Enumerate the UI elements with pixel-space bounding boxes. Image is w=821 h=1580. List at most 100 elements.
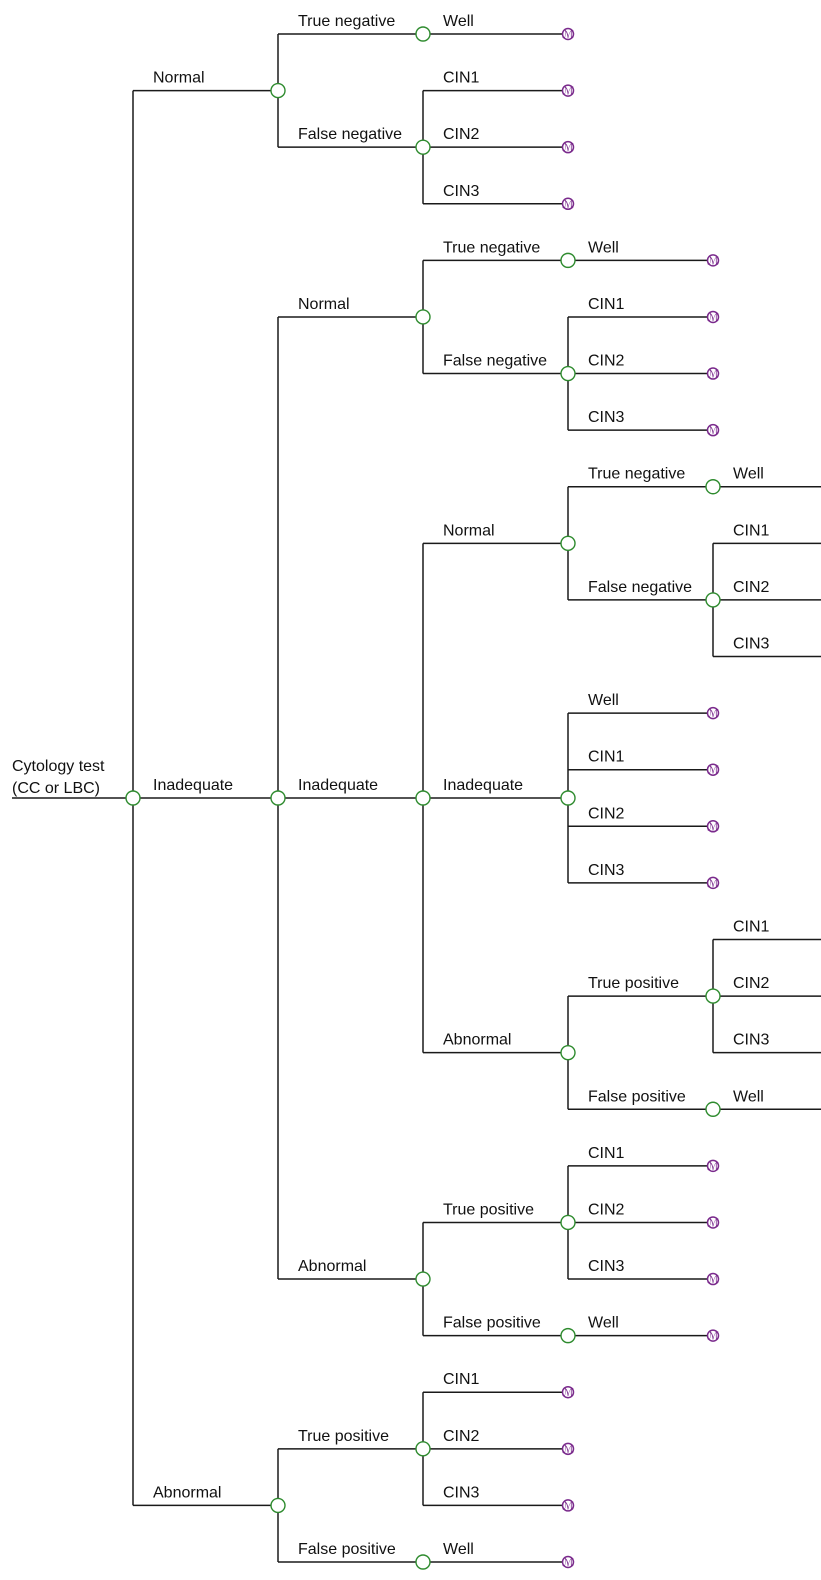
node-false-positive-label: False positive <box>588 1088 686 1105</box>
chance-node-icon <box>270 82 286 99</box>
node-true-negative-label: True negative <box>443 239 540 256</box>
terminal-node-icon <box>561 197 575 211</box>
node-well-label: Well <box>443 13 474 30</box>
node-cin3-label: CIN3 <box>733 1032 770 1049</box>
node-cin2-label: CIN2 <box>588 805 625 822</box>
root-label-line-2: (CC or LBC) <box>12 780 100 797</box>
terminal-node-icon-glyph: ℳ <box>562 1386 574 1399</box>
node-normal-label: Normal <box>153 70 205 87</box>
terminal-node-icon <box>706 1272 720 1286</box>
terminal-node-icon <box>706 706 720 720</box>
node-true-negative-label: True negative <box>298 13 395 30</box>
terminal-node-icon-glyph: ℳ <box>707 820 719 833</box>
node-cin3-label: CIN3 <box>443 183 480 200</box>
terminal-node-icon <box>706 1216 720 1229</box>
terminal-node-icon <box>706 423 720 437</box>
node-cin3-label: CIN3 <box>588 862 625 879</box>
node-false-negative-label: False negative <box>443 353 547 370</box>
node-cin2-label: CIN2 <box>588 1201 625 1218</box>
terminal-node-icon-glyph: ℳ <box>707 764 719 777</box>
node-cin2-label: CIN2 <box>733 975 770 992</box>
chance-node-icon <box>560 1327 576 1344</box>
node-false-negative-label: False negative <box>298 126 402 143</box>
chance-node-icon <box>415 1271 431 1287</box>
terminal-node-icon <box>706 310 720 324</box>
node-well-label: Well <box>588 692 619 709</box>
chance-node-icon <box>270 1497 286 1514</box>
chance-node-icon <box>415 790 431 806</box>
node-cin2-label: CIN2 <box>733 579 770 596</box>
terminal-node-icon-glyph: ℳ <box>707 1160 719 1173</box>
terminal-node-icon <box>561 84 575 97</box>
node-cin1-label: CIN1 <box>443 70 480 87</box>
node-well-label: Well <box>443 1541 474 1558</box>
terminal-node-icon-glyph: ℳ <box>707 311 719 324</box>
chance-node-icon <box>560 365 576 382</box>
terminal-node-icon-glyph: ℳ <box>707 368 719 381</box>
terminal-node-icon-glyph: ℳ <box>562 1443 574 1456</box>
node-false-negative-label: False negative <box>588 579 692 596</box>
node-normal-label: Normal <box>443 522 495 539</box>
node-cin1-label: CIN1 <box>588 296 625 313</box>
terminal-node-icon-glyph: ℳ <box>707 254 719 267</box>
terminal-node-icon-glyph: ℳ <box>707 424 719 437</box>
terminal-node-icon-glyph: ℳ <box>562 1556 574 1569</box>
tree-nodes: ℳℳℳℳℳℳℳℳℳℳℳℳℳℳℳℳℳℳℳℳℳℳℳℳℳℳℳℳ <box>125 26 721 1570</box>
root-label-line-1: Cytology test <box>12 758 105 775</box>
terminal-node-icon-glyph: ℳ <box>707 1330 719 1343</box>
terminal-node-icon <box>561 27 575 41</box>
terminal-node-icon-glyph: ℳ <box>562 198 574 211</box>
terminal-node-icon <box>706 367 720 380</box>
terminal-node-icon <box>561 1499 575 1512</box>
terminal-node-icon-glyph: ℳ <box>562 85 574 98</box>
node-cin2-label: CIN2 <box>443 126 480 143</box>
node-well-label: Well <box>588 1315 619 1332</box>
chance-node-icon <box>415 309 431 325</box>
chance-node-icon <box>705 592 721 608</box>
terminal-node-icon <box>561 1555 575 1569</box>
node-well-label: Well <box>733 466 764 483</box>
node-cin3-label: CIN3 <box>443 1484 480 1501</box>
terminal-node-icon-glyph: ℳ <box>562 28 574 41</box>
chance-node-icon <box>415 26 431 42</box>
node-well-label: Well <box>588 239 619 256</box>
node-true-negative-label: True negative <box>588 466 685 483</box>
terminal-node-icon-glyph: ℳ <box>707 877 719 890</box>
node-inadequate-label: Inadequate <box>153 777 233 794</box>
node-abnormal-label: Abnormal <box>298 1258 366 1275</box>
terminal-node-icon <box>706 1329 720 1342</box>
terminal-node-icon <box>706 876 720 890</box>
chance-node-icon <box>560 535 576 552</box>
node-inadequate-label: Inadequate <box>298 777 378 794</box>
node-cin1-label: CIN1 <box>588 1145 625 1162</box>
node-cin3-label: CIN3 <box>588 1258 625 1275</box>
node-inadequate-label: Inadequate <box>443 777 523 794</box>
chance-node-icon <box>705 988 721 1004</box>
terminal-node-icon-glyph: ℳ <box>562 141 574 154</box>
terminal-node-icon <box>706 763 720 776</box>
node-false-positive-label: False positive <box>443 1315 541 1332</box>
chance-node-icon <box>415 139 431 155</box>
chance-node-icon <box>560 252 576 269</box>
terminal-node-icon-glyph: ℳ <box>707 707 719 720</box>
node-cin1-label: CIN1 <box>588 749 625 766</box>
chance-node-icon <box>560 1044 576 1061</box>
terminal-node-icon <box>561 1442 575 1456</box>
chance-node-icon <box>415 1554 431 1570</box>
node-cin1-label: CIN1 <box>443 1371 480 1388</box>
node-false-positive-label: False positive <box>298 1541 396 1558</box>
terminal-node-icon-glyph: ℳ <box>707 1273 719 1286</box>
terminal-node-icon <box>706 1159 720 1173</box>
node-abnormal-label: Abnormal <box>153 1484 221 1501</box>
chance-node-icon <box>560 790 576 806</box>
terminal-node-icon <box>706 820 720 833</box>
node-true-positive-label: True positive <box>443 1201 534 1218</box>
terminal-node-icon <box>561 140 575 154</box>
chance-node-icon <box>270 790 286 806</box>
chance-node-icon <box>560 1214 576 1231</box>
node-true-positive-label: True positive <box>298 1428 389 1445</box>
root-chance-node-icon <box>125 790 141 806</box>
node-cin2-label: CIN2 <box>443 1428 480 1445</box>
